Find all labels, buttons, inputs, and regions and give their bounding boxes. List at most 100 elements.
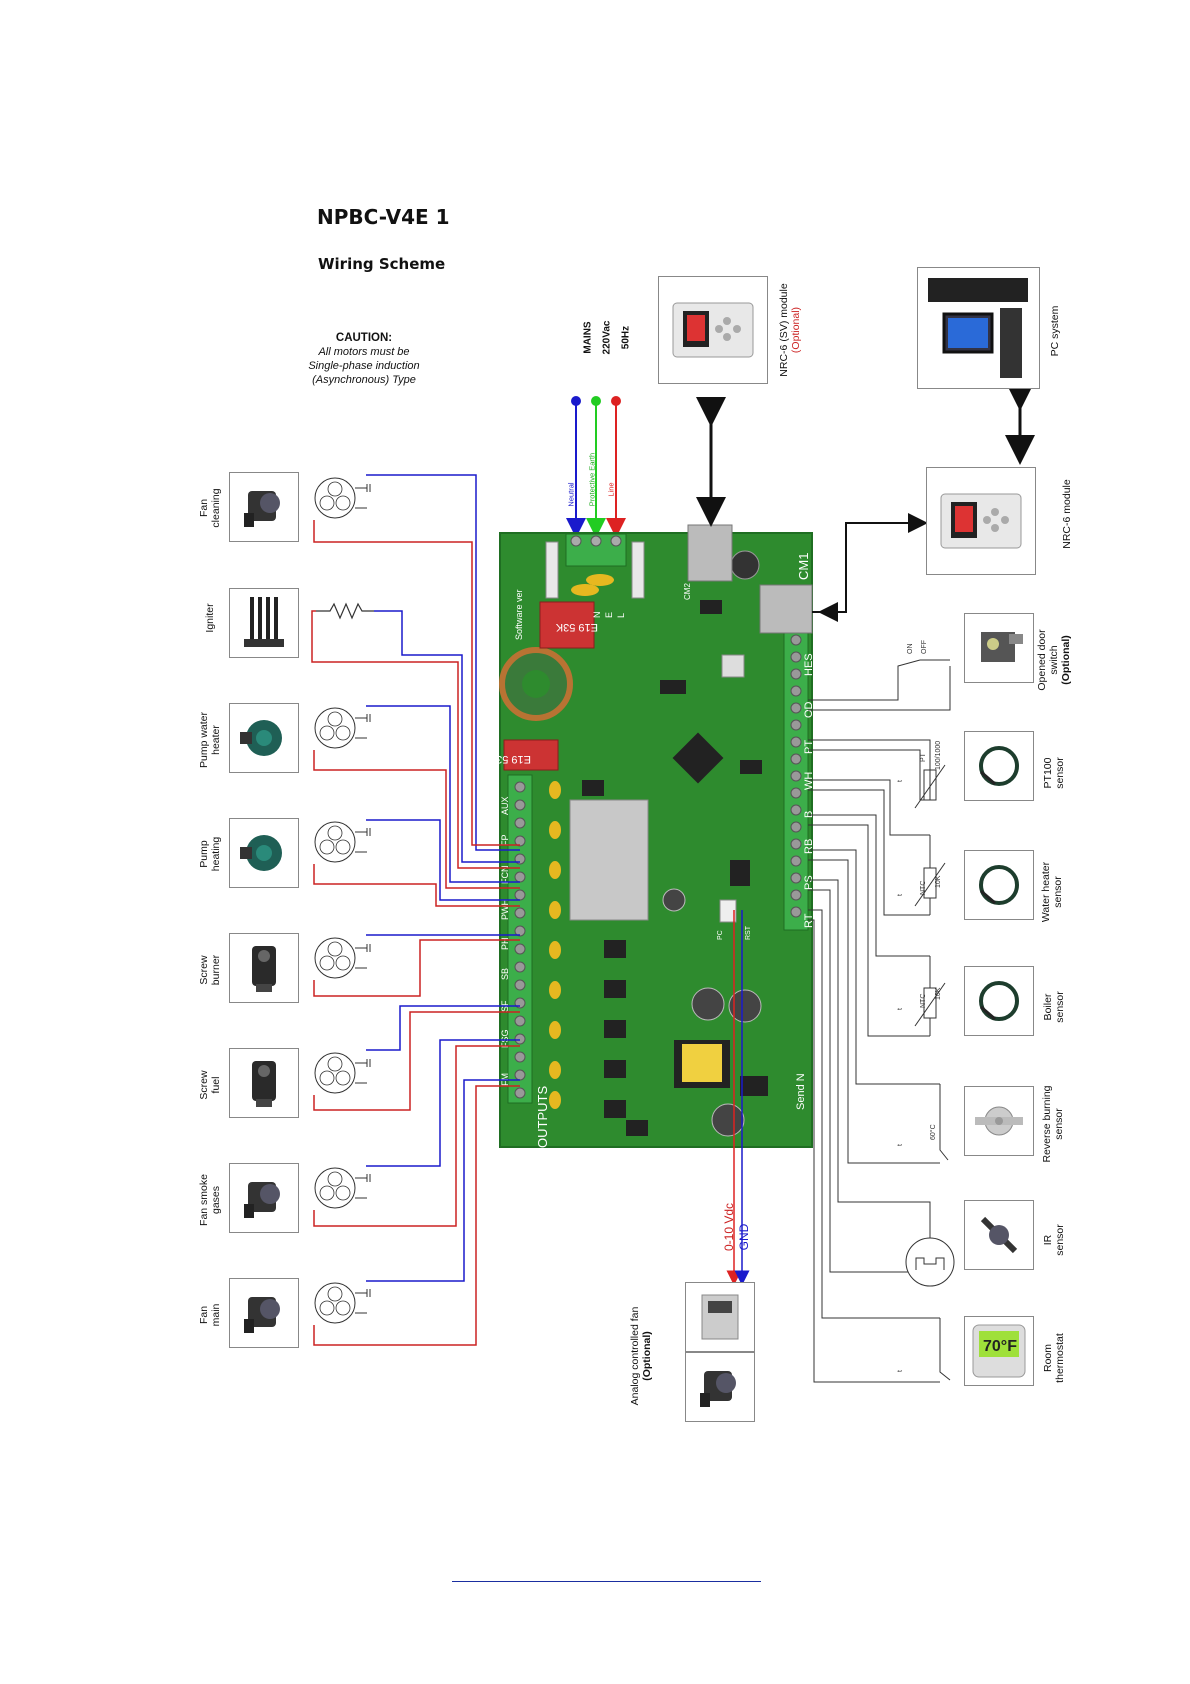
igniter-icon [229, 588, 299, 658]
controller-board: E19 53K E19 53K CM1 CM2 OUTPUTS Send N S… [488, 524, 815, 1148]
svg-text:FSG: FSG [500, 1029, 510, 1048]
svg-text:PC: PC [717, 930, 724, 940]
nrc6-module-image [926, 467, 1036, 575]
svg-text:RT: RT [803, 913, 815, 928]
svg-text:60°C: 60°C [929, 1124, 937, 1140]
svg-text:PS: PS [803, 875, 815, 890]
svg-text:NTC: NTC [920, 881, 927, 895]
pc-system-label: PC system [1049, 305, 1061, 357]
svg-text:PT: PT [803, 740, 815, 754]
svg-text:t: t [897, 780, 904, 782]
mains-label: MAINS [582, 321, 594, 354]
analog-fan-wires [726, 910, 750, 1286]
screw-motor-icon [229, 933, 299, 1003]
svg-text:NTC: NTC [920, 994, 927, 1008]
svg-text:L: L [616, 613, 626, 618]
svg-text:WH: WH [803, 772, 815, 790]
left-motor-symbols [314, 477, 374, 1324]
svg-text:AUX: AUX [500, 796, 510, 815]
page-title: NPBC-V4E 1 [317, 205, 450, 229]
nrc6-sv-module-image [658, 276, 768, 384]
fan-controller-icon [685, 1282, 755, 1352]
svg-text:RST: RST [745, 925, 752, 940]
room-thermostat-icon: 70°F [964, 1316, 1034, 1386]
svg-text:Send N: Send N [795, 1073, 807, 1110]
nrc6-module-label: NRC-6 module [1061, 479, 1073, 549]
svg-text:70°F: 70°F [983, 1338, 1017, 1355]
earth-wire-label: Protective Earth [587, 452, 597, 507]
analog-fan-label: Analog controlled fan(Optional) [629, 1306, 653, 1406]
mains-wires [566, 396, 626, 538]
analog-0-10v-label: 0-10 Vdc [722, 1202, 736, 1252]
svg-text:RB: RB [803, 839, 815, 854]
svg-text:t: t [897, 1144, 904, 1146]
sensor-probe-icon [964, 850, 1034, 920]
caution-heading: CAUTION: [335, 332, 393, 344]
svg-text:CM2: CM2 [683, 583, 692, 600]
svg-text:Software ver: Software ver [514, 589, 524, 640]
mains-frequency-label: 50Hz [620, 325, 632, 350]
thermostat-disc-icon [964, 1086, 1034, 1156]
svg-text:N: N [592, 612, 602, 619]
svg-text:E19 53K: E19 53K [488, 753, 531, 765]
caution-line: Single-phase induction [308, 360, 420, 372]
sensor-symbol-labels: ON OFF PT 100/1000 NTC 10K NTC 10K 60°C … [897, 640, 942, 1372]
ir-sensor-icon [964, 1200, 1034, 1270]
device-label-igniter: Igniter [204, 603, 216, 633]
nrc6-sv-module-label: NRC-6 (SV) module(Optional) [778, 283, 802, 377]
svg-text:t: t [897, 894, 904, 896]
svg-text:100/1000: 100/1000 [935, 741, 942, 770]
fan-icon [229, 1278, 299, 1348]
svg-text:B: B [803, 811, 815, 818]
svg-text:PH: PH [500, 937, 510, 950]
door-on-label: ON [907, 644, 914, 655]
right-input-wires [808, 659, 955, 1383]
page-subtitle: Wiring Scheme [318, 255, 446, 273]
door-off-label: OFF [921, 640, 928, 654]
analog-gnd-label: GND [737, 1223, 751, 1251]
door-switch-icon [964, 613, 1034, 683]
svg-text:t: t [897, 1008, 904, 1010]
svg-text:FCN: FCN [500, 866, 510, 885]
fan-icon [229, 472, 299, 542]
screw-motor-icon [229, 1048, 299, 1118]
left-output-wires [311, 474, 520, 1346]
svg-text:E: E [604, 612, 614, 618]
sensor-probe-icon [964, 966, 1034, 1036]
neutral-wire-label: Neutral [566, 482, 576, 507]
mains-voltage-label: 220Vac [601, 320, 613, 355]
caution-line: (Asynchronous) Type [312, 374, 416, 386]
svg-text:10K: 10K [935, 875, 942, 888]
svg-text:CM1: CM1 [796, 553, 811, 580]
svg-text:PWH: PWH [500, 899, 510, 920]
pc-system-image [917, 267, 1040, 389]
fan-icon [229, 1163, 299, 1233]
svg-text:t: t [897, 1370, 904, 1372]
svg-text:SB: SB [500, 968, 510, 980]
pump-icon [229, 818, 299, 888]
svg-text:PT: PT [920, 752, 927, 762]
comm-links [696, 381, 1035, 622]
svg-text:FP: FP [500, 834, 510, 846]
footer-rule [452, 1581, 761, 1582]
svg-text:E19 53K: E19 53K [555, 621, 598, 633]
svg-text:10K: 10K [935, 987, 942, 1000]
sensor-probe-icon [964, 731, 1034, 801]
caution-line: All motors must be [318, 346, 410, 358]
pump-icon [229, 703, 299, 773]
